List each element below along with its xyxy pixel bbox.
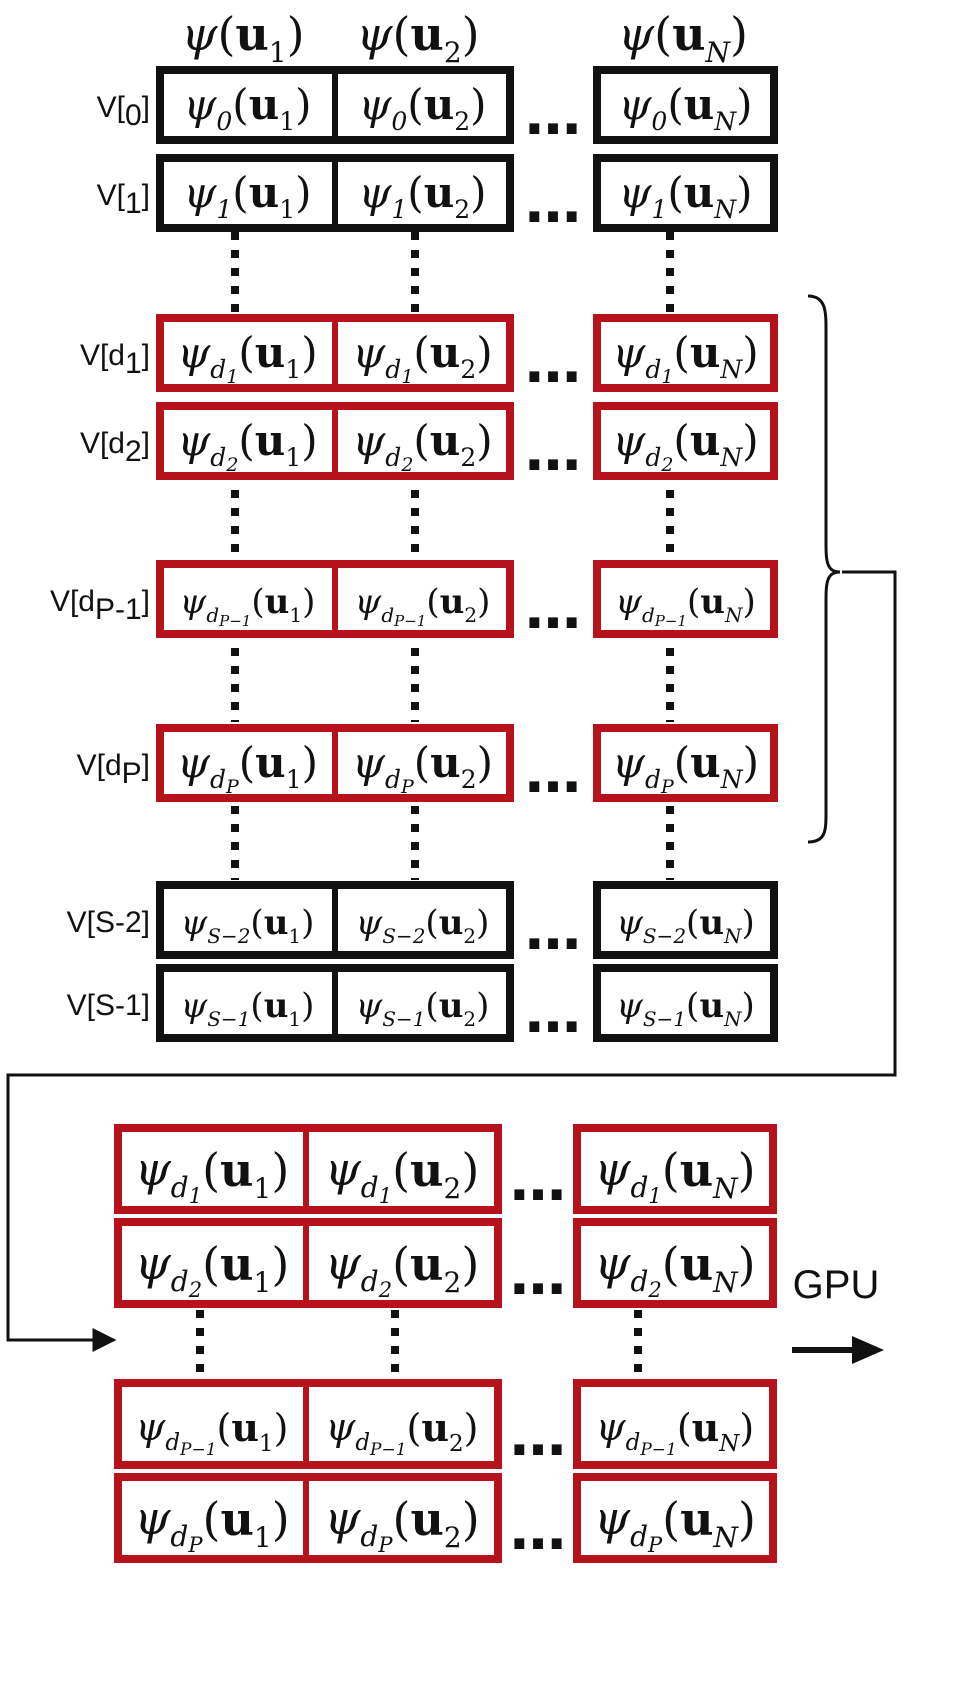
right-brace <box>807 294 841 844</box>
gpu-row-2: ψdP−1(u1) ψdP−1(u2) ψdP−1(uN) … <box>114 1379 777 1469</box>
array-row-0: V[0] ψ0(u1) ψ0(u2) ψ0(uN) … <box>97 66 778 148</box>
column-headers: ψ(u1) ψ(u2) ψ(uN) <box>181 7 748 69</box>
cell-psi-2: ψ0(u2) <box>358 80 486 136</box>
array-row-3: V[d2] ψd2(u1) ψd2(u2) ψd2(uN) … <box>80 402 778 484</box>
row-ellipsis: … <box>525 741 581 806</box>
cell-block-right <box>593 724 778 802</box>
cell-psi-1: ψ1(u1) <box>183 168 311 224</box>
cell-psi-3: ψ0(uN) <box>618 80 752 136</box>
column-header-2: ψ(u2) <box>356 7 479 69</box>
row-ellipsis: … <box>525 83 581 148</box>
gpu-cell-block-right <box>573 1218 777 1308</box>
cell-psi-2: ψS−1(u2) <box>356 986 490 1031</box>
gpu-cell-psi-3: ψdP−1(uN) <box>596 1405 754 1460</box>
cell-psi-3: ψdP(uN) <box>612 738 759 798</box>
row-ellipsis: … <box>525 898 581 963</box>
row-ellipsis: … <box>510 1404 566 1469</box>
gpu-arrow-head <box>852 1336 884 1364</box>
row-label: V[1] <box>97 179 150 220</box>
copy-connector <box>6 570 897 1352</box>
gpu-cell-psi-1: ψd2(u1) <box>135 1236 290 1302</box>
row-label: V[S-2] <box>67 906 150 939</box>
gpu-cell-psi-3: ψd1(uN) <box>594 1142 755 1208</box>
array-row-6: V[S-2] ψS−2(u1) ψS−2(u2) ψS−2(uN) … <box>67 881 778 963</box>
gpu-cell-psi-2: ψd1(u2) <box>325 1142 480 1208</box>
cell-psi-2: ψS−2(u2) <box>356 903 490 948</box>
copy-arrow <box>6 570 897 1352</box>
row-ellipsis: … <box>525 419 581 484</box>
row-ellipsis: … <box>525 577 581 642</box>
cell-psi-2: ψdP−1(u2) <box>355 582 491 630</box>
row-label: V[0] <box>97 91 150 132</box>
cell-psi-3: ψd2(uN) <box>612 416 758 476</box>
row-label: V[d1] <box>80 339 150 380</box>
gpu-cell-psi-2: ψd2(u2) <box>325 1236 480 1302</box>
gpu-cell-psi-3: ψd2(uN) <box>594 1236 755 1302</box>
vertical-ellipsis-group <box>231 232 674 880</box>
cell-psi-3: ψdP−1(uN) <box>615 582 755 630</box>
gpu-row-0: ψd1(u1) ψd1(u2) ψd1(uN) … <box>114 1124 777 1214</box>
gpu-cell-psi-1: ψdP(u1) <box>134 1491 289 1557</box>
cell-psi-1: ψS−2(u1) <box>181 903 315 948</box>
array-row-2: V[d1] ψd1(u1) ψd1(u2) ψd1(uN) … <box>80 314 778 396</box>
cell-psi-3: ψS−2(uN) <box>616 903 755 948</box>
gpu-cell-psi-1: ψdP−1(u1) <box>136 1405 289 1460</box>
row-label: V[S-1] <box>67 989 150 1022</box>
row-ellipsis: … <box>525 981 581 1046</box>
cell-block-right <box>593 154 778 232</box>
row-ellipsis: … <box>525 331 581 396</box>
gpu-cell-block-right <box>573 1379 777 1469</box>
cell-psi-2: ψd1(u2) <box>352 328 492 388</box>
cell-psi-2: ψd2(u2) <box>352 416 492 476</box>
selection-brace <box>807 294 841 844</box>
gpu-cell-psi-2: ψdP−1(u2) <box>326 1405 479 1460</box>
cell-psi-1: ψd2(u1) <box>177 416 317 476</box>
cell-block-right <box>593 66 778 144</box>
gpu-cell-psi-1: ψd1(u1) <box>135 1142 290 1208</box>
gpu-cell-psi-2: ψdP(u2) <box>324 1491 479 1557</box>
array-row-7: V[S-1] ψS−1(u1) ψS−1(u2) ψS−1(uN) … <box>67 964 778 1046</box>
column-header-1: ψ(u1) <box>181 7 304 69</box>
gpu-row-3: ψdP(u1) ψdP(u2) ψdP(uN) … <box>114 1473 777 1563</box>
cell-block-right <box>593 560 778 638</box>
cell-psi-1: ψdP(u1) <box>177 738 318 798</box>
cell-block-right <box>593 881 778 959</box>
row-ellipsis: … <box>510 1149 566 1214</box>
gpu-cell-block-right <box>573 1473 777 1563</box>
array-row-1: V[1] ψ1(u1) ψ1(u2) ψ1(uN) … <box>97 154 778 236</box>
gpu-row-1: ψd2(u1) ψd2(u2) ψd2(uN) … <box>114 1218 777 1308</box>
cell-block-right <box>593 964 778 1042</box>
cell-psi-3: ψS−1(uN) <box>616 986 755 1031</box>
row-ellipsis: … <box>510 1243 566 1308</box>
gpu-contiguous-grid: ψd1(u1)ψd1(u2)ψd1(uN)…ψd2(u1)ψd2(u2)ψd2(… <box>114 1124 777 1563</box>
gpu-label: GPU <box>792 1263 884 1364</box>
cell-psi-1: ψ0(u1) <box>183 80 311 136</box>
row-label: V[dP-1] <box>50 585 150 626</box>
row-label: V[d2] <box>80 427 150 468</box>
cell-psi-1: ψS−1(u1) <box>181 986 315 1031</box>
cell-block-right <box>593 402 778 480</box>
cell-psi-1: ψd1(u1) <box>177 328 317 388</box>
row-ellipsis: … <box>510 1498 566 1563</box>
cell-psi-3: ψ1(uN) <box>618 168 752 224</box>
cell-psi-2: ψdP(u2) <box>352 738 493 798</box>
column-header-3: ψ(uN) <box>618 7 748 69</box>
cell-block-right <box>593 314 778 392</box>
array-row-5: V[dP] ψdP(u1) ψdP(u2) ψdP(uN) … <box>77 724 778 806</box>
array-v-grid: V[0] ψ0(u1) ψ0(u2) ψ0(uN) … V[1] ψ1(u1) ψ1(u2) ψ… <box>50 66 778 1046</box>
row-ellipsis: … <box>525 171 581 236</box>
array-row-4: V[dP-1] ψdP−1(u1) ψdP−1(u2) ψdP−1(uN) … <box>50 560 778 642</box>
row-label: V[dP] <box>77 749 150 790</box>
gpu-cell-psi-3: ψdP(uN) <box>594 1491 756 1557</box>
cell-psi-3: ψd1(uN) <box>612 328 758 388</box>
gpu-text: GPU <box>793 1263 880 1307</box>
cell-psi-1: ψdP−1(u1) <box>180 582 316 630</box>
cell-psi-2: ψ1(u2) <box>358 168 486 224</box>
gpu-cell-block-right <box>573 1124 777 1214</box>
